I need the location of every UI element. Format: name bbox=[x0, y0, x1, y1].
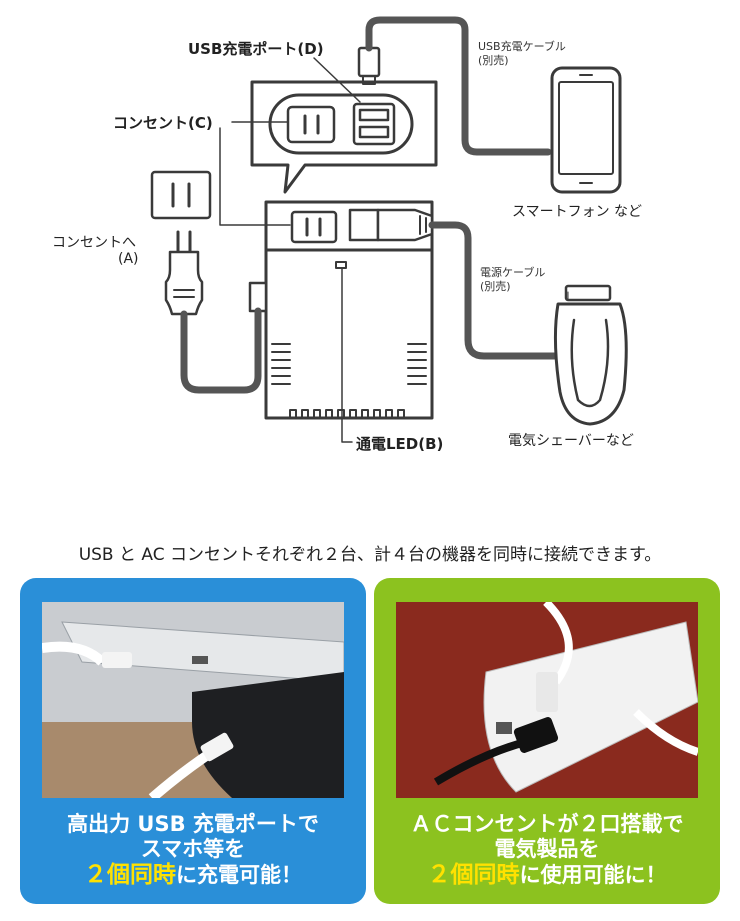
led-label: 通電LED(B) bbox=[356, 435, 444, 453]
usb-photo bbox=[42, 602, 344, 798]
usb-panel-line1: 高出力 USB 充電ポートで bbox=[67, 812, 319, 836]
usb-panel-line2: スマホ等を bbox=[140, 837, 246, 861]
to-outlet-label-code: (A) bbox=[118, 251, 139, 267]
ac-panel-highlight: ２個同時 bbox=[427, 862, 520, 888]
ac-panel-line1: ＡＣコンセントが２口搭載で bbox=[410, 812, 684, 836]
ac-panel: ＡＣコンセントが２口搭載で 電気製品を ２個同時に使用可能に！ bbox=[374, 578, 720, 904]
usb-panel-line3: ２個同時に充電可能！ bbox=[20, 863, 366, 888]
usb-cable-note: (別売) bbox=[478, 54, 509, 67]
to-outlet-label: コンセントへ bbox=[52, 235, 136, 251]
ac-panel-line3: ２個同時に使用可能に！ bbox=[374, 863, 720, 888]
usb-cable-label: USB充電ケーブル bbox=[478, 40, 566, 53]
power-cable-label: 電源ケーブル bbox=[480, 266, 546, 279]
usb-panel: 高出力 USB 充電ポートで スマホ等を ２個同時に充電可能！ bbox=[20, 578, 366, 904]
ac-photo bbox=[396, 602, 698, 798]
usb-panel-line3-rest: に充電可能！ bbox=[176, 863, 302, 887]
product-diagram bbox=[150, 16, 628, 443]
usb-port-label: USB充電ポート(D) bbox=[188, 40, 324, 58]
ac-panel-line3-rest: に使用可能に！ bbox=[519, 863, 667, 887]
ac-panel-line2: 電気製品を bbox=[494, 837, 600, 861]
power-cable-note: (別売) bbox=[480, 280, 511, 293]
phone-label: スマートフォン など bbox=[512, 204, 643, 220]
usb-panel-highlight: ２個同時 bbox=[84, 862, 176, 888]
shaver-label: 電気シェーバーなど bbox=[508, 433, 634, 449]
caption: USB と AC コンセントそれぞれ２台、計４台の機器を同時に接続できます。 bbox=[78, 545, 662, 565]
outlet-label: コンセント(C) bbox=[113, 114, 213, 132]
